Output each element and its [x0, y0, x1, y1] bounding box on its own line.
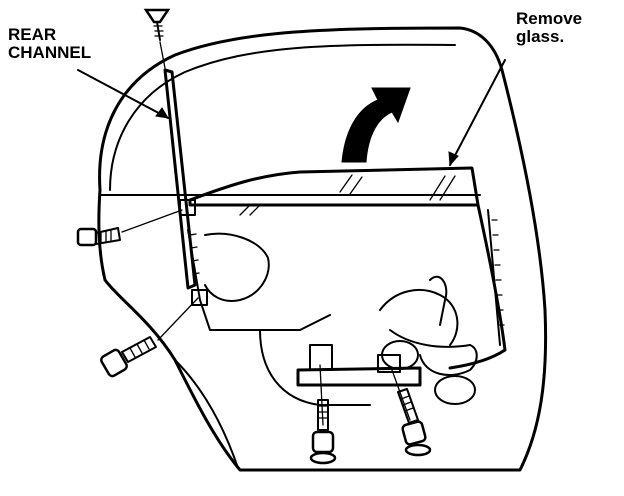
door-outer-panel [97, 26, 548, 472]
glass-bracket [296, 344, 422, 387]
screw-icon [143, 8, 171, 69]
door-glass [188, 166, 480, 216]
rear-channel [163, 68, 331, 331]
bolt-icon [76, 209, 183, 247]
inner-panel-openings [204, 232, 478, 406]
curved-arrow-up-icon [341, 87, 411, 163]
leader-lines [77, 59, 506, 167]
bolt-icon [391, 369, 432, 457]
remove-glass-label: Remove glass. [516, 9, 583, 46]
front-channel [448, 203, 507, 370]
rear-channel-label: REAR CHANNEL [8, 25, 92, 62]
bolt-icon [100, 297, 199, 378]
bolt-icon [309, 364, 337, 465]
